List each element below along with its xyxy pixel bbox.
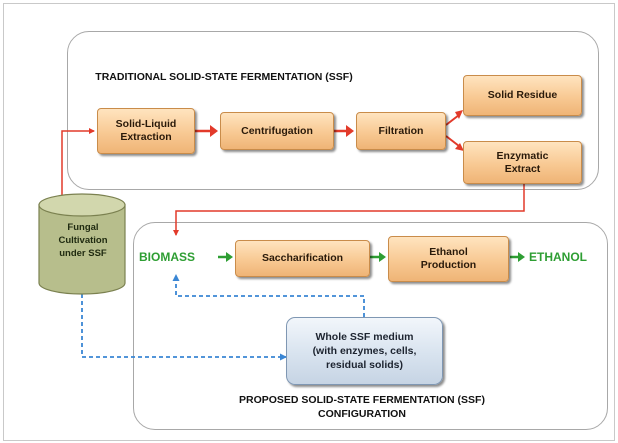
solid-residue-box: Solid Residue (463, 75, 582, 116)
arrow-biomass-to-saccharification (218, 252, 233, 262)
ethanol-label: ETHANOL (529, 250, 587, 264)
whole-ssf-medium-box: Whole SSF medium (with enzymes, cells, r… (286, 317, 443, 385)
enzymatic-label-line1: Enzymatic (496, 149, 549, 162)
arrow-enzymatic-extract-to-biomass (173, 183, 525, 236)
saccharification-label: Saccharification (261, 252, 344, 265)
enzymatic-label-line2: Extract (504, 162, 541, 175)
arrow-extraction-to-centrifugation (195, 125, 218, 137)
extraction-label-line1: Solid-Liquid (115, 118, 177, 131)
arrow-saccharification-to-ethanol-production (370, 252, 386, 262)
proposed-title-line2: CONFIGURATION (318, 408, 406, 421)
ethanol-production-line1: Ethanol (429, 246, 468, 259)
centrifugation-label: Centrifugation (241, 124, 313, 137)
saccharification-box: Saccharification (235, 240, 370, 277)
arrow-filtration-to-solid-residue (445, 110, 463, 126)
dashed-arrow-fungal-to-whole-medium (81, 294, 287, 361)
dashed-arrow-whole-medium-to-biomass (172, 274, 365, 317)
enzymatic-extract-box: Enzymatic Extract (463, 141, 582, 184)
whole-medium-line1: Whole SSF medium (315, 330, 414, 343)
arrow-fungal-to-extraction (61, 128, 95, 197)
solid-liquid-extraction-box: Solid-Liquid Extraction (97, 108, 195, 154)
arrow-centrifugation-to-filtration (334, 125, 354, 137)
filtration-box: Filtration (356, 112, 446, 150)
fungal-cultivation-label: Fungal Cultivation under SSF (36, 222, 130, 260)
proposed-ssf-title: PROPOSED SOLID-STATE FERMENTATION (SSF) … (180, 393, 544, 421)
whole-medium-line3: residual solids) (325, 359, 404, 372)
fungal-label-line3: under SSF (59, 247, 107, 259)
solid-residue-label: Solid Residue (487, 89, 558, 102)
ethanol-production-line2: Production (420, 259, 477, 271)
fungal-label-line1: Fungal (67, 222, 99, 233)
centrifugation-box: Centrifugation (220, 112, 334, 150)
traditional-ssf-title: TRADITIONAL SOLID-STATE FERMENTATION (SS… (95, 71, 353, 83)
fungal-cultivation-cylinder (38, 193, 126, 295)
arrow-ethanol-production-to-ethanol (510, 252, 525, 262)
ethanol-production-box: Ethanol Production (388, 236, 509, 282)
arrow-filtration-to-enzymatic-extract (445, 135, 464, 151)
whole-medium-line2: (with enzymes, cells, (312, 344, 417, 357)
biomass-label: BIOMASS (139, 250, 196, 264)
filtration-label: Filtration (378, 124, 424, 137)
extraction-label-line2: Extraction (120, 131, 172, 143)
proposed-title-line1: PROPOSED SOLID-STATE FERMENTATION (SSF) (239, 394, 485, 406)
fungal-label-line2: Cultivation (58, 234, 108, 246)
